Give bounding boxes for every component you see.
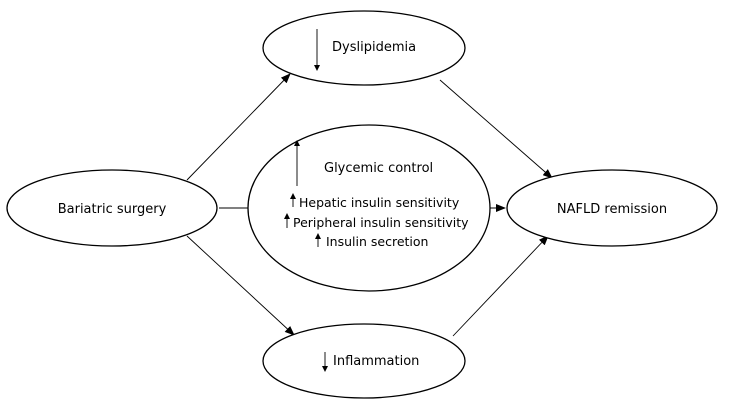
inflammation-label: Inflammation: [333, 354, 419, 369]
peripheral-insulin-sensitivity-label: Peripheral insulin sensitivity: [293, 215, 469, 230]
edge-dyslipidemia-to-nafld: [439, 79, 553, 179]
bariatric-surgery-label: Bariatric surgery: [58, 202, 167, 217]
dyslipidemia-label: Dyslipidemia: [332, 40, 416, 55]
node-bariatric-surgery: [6, 169, 218, 247]
node-inflammation: [262, 323, 466, 399]
hepatic-insulin-sensitivity-label: Hepatic insulin sensitivity: [299, 195, 460, 210]
insulin-secretion-label: Insulin secretion: [326, 234, 428, 249]
edge-surgery-to-dyslipidemia: [186, 73, 291, 181]
node-nafld-remission: [506, 169, 718, 247]
nafld-remission-label: NAFLD remission: [557, 202, 667, 217]
edge-surgery-to-inflammation: [186, 235, 295, 336]
edge-inflammation-to-nafld: [452, 235, 549, 337]
node-glycemic-control: [247, 124, 491, 292]
node-dyslipidemia: [262, 10, 466, 86]
glycemic-control-label: Glycemic control: [324, 161, 433, 176]
